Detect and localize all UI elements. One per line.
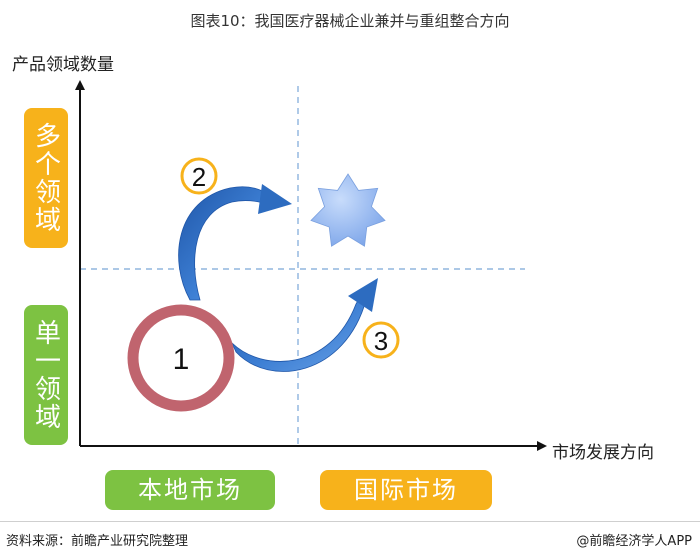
start-ring	[127, 304, 235, 412]
tag-international-market: 国际市场	[320, 470, 492, 510]
step-two-number: 2	[192, 162, 206, 192]
brand-note: @前瞻经济学人APP	[576, 534, 692, 549]
target-star-icon	[310, 173, 386, 247]
figure-title: 图表10：我国医疗器械企业兼并与重组整合方向	[190, 12, 510, 30]
tag-single-domain: 单一领域	[24, 305, 68, 445]
tag-single-domain-label: 单一领域	[30, 319, 61, 431]
footer-divider	[0, 521, 700, 522]
step-three-badge	[362, 321, 400, 359]
source-note: 资料来源：前瞻产业研究院整理	[6, 534, 189, 549]
tag-local-market: 本地市场	[105, 470, 275, 510]
step-two-badge	[180, 157, 218, 195]
step-one-number: 1	[173, 343, 190, 376]
step-three-number: 3	[374, 326, 388, 356]
y-axis-label: 产品领域数量	[12, 55, 114, 75]
x-axis-label: 市场发展方向	[552, 443, 654, 463]
tag-multi-domain-label: 多个领域	[30, 122, 61, 234]
arrow-two	[178, 184, 292, 301]
tag-multi-domain: 多个领域	[24, 108, 68, 248]
arrow-three	[231, 278, 378, 372]
